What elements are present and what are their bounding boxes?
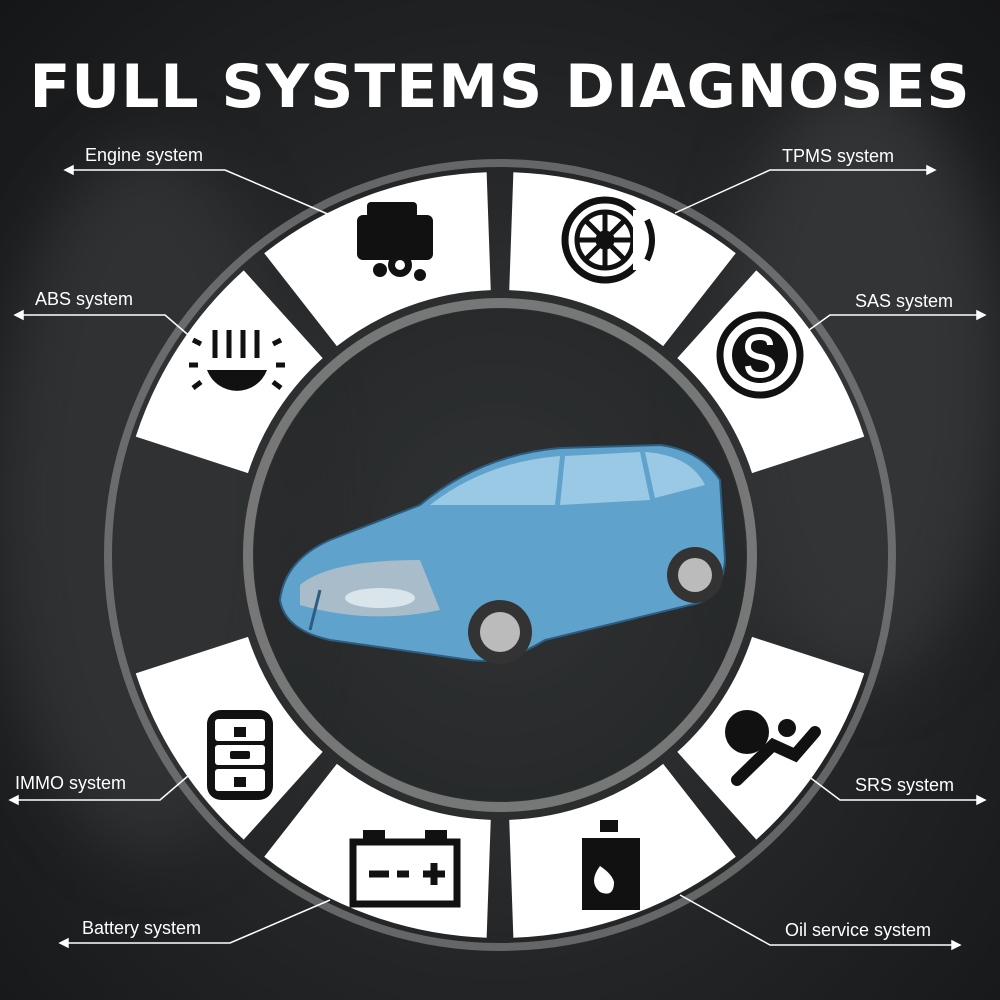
leader-line-immo	[10, 769, 196, 801]
inner-ring	[243, 298, 757, 812]
leader-line-engine	[65, 169, 331, 216]
label-srs-system: SRS system	[855, 775, 955, 795]
leader-line-srs	[799, 769, 985, 801]
car-cutaway-image	[278, 443, 727, 664]
label-engine-system: Engine system	[85, 145, 204, 165]
leader-line-abs	[15, 314, 201, 346]
outer-ring	[104, 159, 896, 951]
leader-arrow-icon	[13, 309, 24, 321]
leader-arrow-icon	[8, 794, 19, 806]
label-oil-service-system: Oil service system	[785, 920, 932, 940]
airbag-icon	[725, 710, 821, 786]
leader-arrow-icon	[63, 164, 74, 176]
label-sas-system: SAS system	[855, 291, 954, 311]
leader-arrow-icon	[58, 937, 69, 949]
page-title: FULL SYSTEMS DIAGNOSES	[29, 52, 971, 122]
oil-can-icon	[582, 820, 640, 910]
leader-line-oil-service	[679, 894, 960, 946]
label-immo-system: IMMO system	[15, 773, 126, 793]
label-tpms-system: TPMS system	[782, 146, 895, 166]
leader-arrow-icon	[976, 309, 987, 321]
abs-heater-icon	[189, 330, 285, 391]
segment-battery	[264, 763, 491, 938]
leader-arrow-icon	[926, 164, 937, 176]
label-abs-system: ABS system	[35, 289, 134, 309]
steering-angle-s-icon	[716, 311, 804, 399]
battery-icon	[349, 830, 461, 908]
tire-pressure-icon	[561, 196, 655, 284]
leader-line-tpms	[674, 169, 935, 214]
label-battery-system: Battery system	[82, 918, 202, 938]
leader-line-battery	[60, 899, 331, 944]
segment-srs	[677, 636, 865, 840]
engine-icon	[357, 202, 433, 281]
leader-arrow-icon	[951, 939, 962, 951]
key-fob-icon	[207, 710, 273, 800]
leader-line-sas	[794, 314, 985, 341]
leader-arrow-icon	[976, 794, 987, 806]
